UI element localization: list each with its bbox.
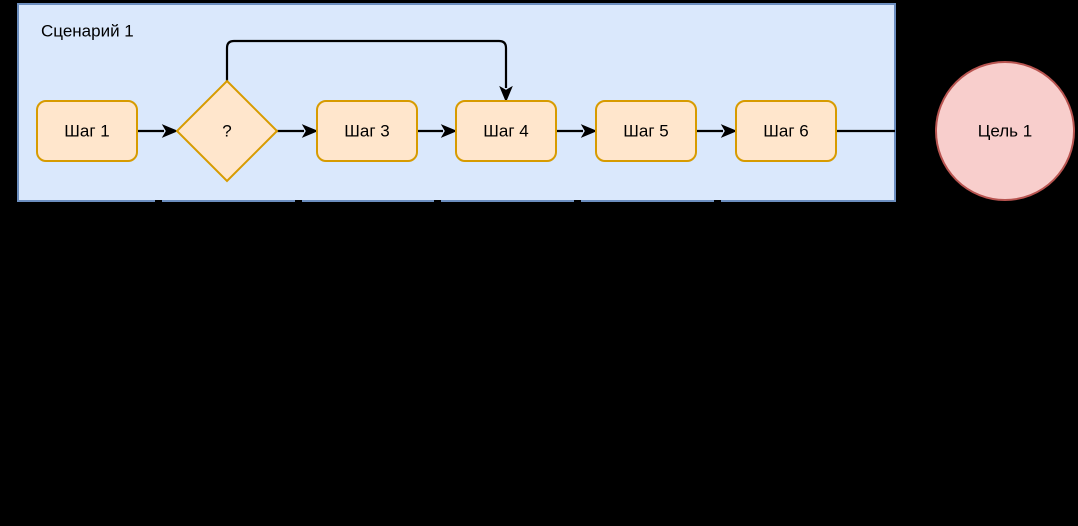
node-goal1[interactable]: Цель 1 — [935, 61, 1075, 201]
edge-line — [225, 39, 508, 88]
edge-step1-to-decision[interactable] — [137, 124, 179, 138]
node-step4-shape[interactable] — [455, 100, 557, 162]
edge-decision-to-step3[interactable] — [277, 124, 319, 138]
tick-mark — [714, 200, 721, 203]
edge-step4-to-step5[interactable] — [556, 124, 598, 138]
tick-mark — [155, 200, 162, 203]
node-step6[interactable]: Шаг 6 — [735, 100, 837, 162]
node-step3-shape[interactable] — [316, 100, 418, 162]
node-step1-shape[interactable] — [36, 100, 138, 162]
edge-arrowhead — [499, 85, 513, 103]
node-step6-shape[interactable] — [735, 100, 837, 162]
scenario-container-title: Сценарий 1 — [41, 21, 134, 40]
node-step4[interactable]: Шаг 4 — [455, 100, 557, 162]
node-step5-shape[interactable] — [595, 100, 697, 162]
edge-step5-to-step6[interactable] — [696, 124, 738, 138]
edge-arrowhead — [161, 124, 179, 138]
edge-arrowhead — [440, 124, 458, 138]
tick-mark — [574, 200, 581, 203]
edge-arrowhead — [580, 124, 598, 138]
node-decision-shape[interactable] — [175, 79, 279, 183]
edge-step3-to-step4[interactable] — [417, 124, 458, 138]
tick-mark — [295, 200, 302, 203]
node-step1[interactable]: Шаг 1 — [36, 100, 138, 162]
edge-decision-loop-to-step4[interactable] — [225, 39, 513, 103]
edge-arrowhead — [301, 124, 319, 138]
node-step5[interactable]: Шаг 5 — [595, 100, 697, 162]
node-step3[interactable]: Шаг 3 — [316, 100, 418, 162]
edge-arrowhead — [720, 124, 738, 138]
node-goal1-shape[interactable] — [935, 61, 1075, 201]
tick-mark — [434, 200, 441, 203]
bottom-tick-marks — [155, 200, 721, 203]
